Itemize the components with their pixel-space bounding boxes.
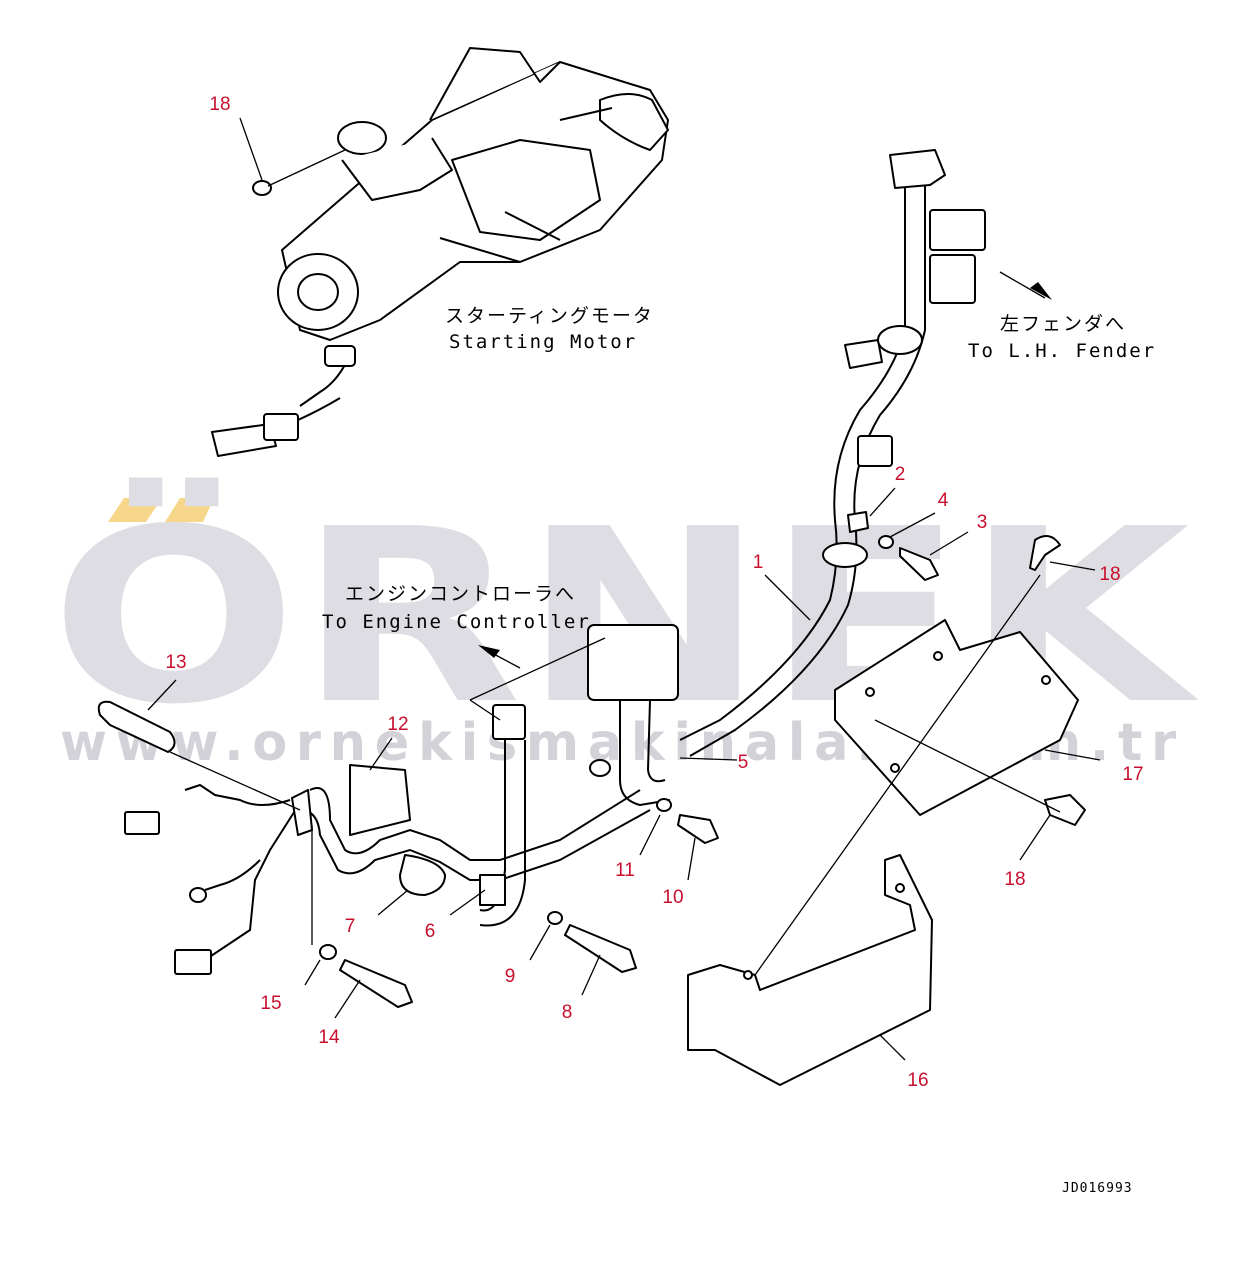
arrow-to-engine-controller-shaft <box>489 651 521 669</box>
starting-motor-label-jp: スターティングモータ <box>445 305 654 327</box>
leader-lines <box>147 117 1101 1061</box>
watermark-umlaut-left <box>108 498 162 522</box>
washer-19 <box>252 180 272 196</box>
sleeve-13 <box>97 700 176 753</box>
washer-15 <box>319 944 337 960</box>
callout-12: 12 <box>387 714 408 735</box>
fasteners <box>319 535 1086 1008</box>
callout-13: 13 <box>165 652 186 673</box>
bolt-18-upper <box>1029 535 1061 571</box>
callout-7: 7 <box>345 916 356 937</box>
callout-1: 1 <box>753 552 764 573</box>
bracket-17-hole <box>933 651 943 661</box>
starting-motor-drawing <box>211 47 669 457</box>
bolt-3 <box>899 547 939 581</box>
bracket-17-hole <box>890 763 900 773</box>
callout-5: 5 <box>738 752 749 773</box>
engine-controller-label-jp: エンジンコントローラへ <box>345 583 576 605</box>
callout-6: 6 <box>425 921 436 942</box>
callout-14: 14 <box>318 1027 340 1048</box>
drawing-code: JD016993 <box>1062 1181 1133 1196</box>
washer-9 <box>547 911 563 925</box>
watermark-umlaut-right <box>165 498 214 522</box>
callout-17: 17 <box>1122 764 1143 785</box>
bracket-17-hole <box>1041 675 1051 685</box>
callout-8: 8 <box>562 1002 573 1023</box>
washer-11 <box>656 798 672 812</box>
callout-3: 3 <box>977 512 988 533</box>
cover-16-hole <box>895 883 905 893</box>
bracket-17-hole <box>865 687 875 697</box>
bolt-8 <box>564 924 637 973</box>
callout-18-upper: 18 <box>1099 564 1120 585</box>
bolt-14 <box>339 959 413 1008</box>
cover-16-hole <box>743 970 753 980</box>
bolt-18-lower <box>1044 794 1086 826</box>
callout-numbers: 18 1 2 3 4 18 5 17 13 12 11 10 18 7 6 9 … <box>165 94 1143 1091</box>
fender-label-jp: 左フェンダへ <box>1000 313 1126 335</box>
arrow-to-fender <box>1030 282 1052 300</box>
callout-11: 11 <box>615 860 635 881</box>
engine-controller-label-en: To Engine Controller <box>322 611 591 633</box>
callout-10: 10 <box>662 887 683 908</box>
callout-9: 9 <box>505 966 516 987</box>
callout-16: 16 <box>907 1070 928 1091</box>
callout-15: 15 <box>260 993 281 1014</box>
callout-18-lower: 18 <box>1004 869 1025 890</box>
starting-motor-label-en: Starting Motor <box>449 331 637 353</box>
fender-label-en: To L.H. Fender <box>968 340 1156 362</box>
callout-19: 18 <box>209 94 230 115</box>
washer-4 <box>878 535 894 549</box>
callout-2: 2 <box>895 464 906 485</box>
callout-4: 4 <box>938 490 949 511</box>
cover-16 <box>687 854 933 1086</box>
bolt-10 <box>677 814 719 844</box>
